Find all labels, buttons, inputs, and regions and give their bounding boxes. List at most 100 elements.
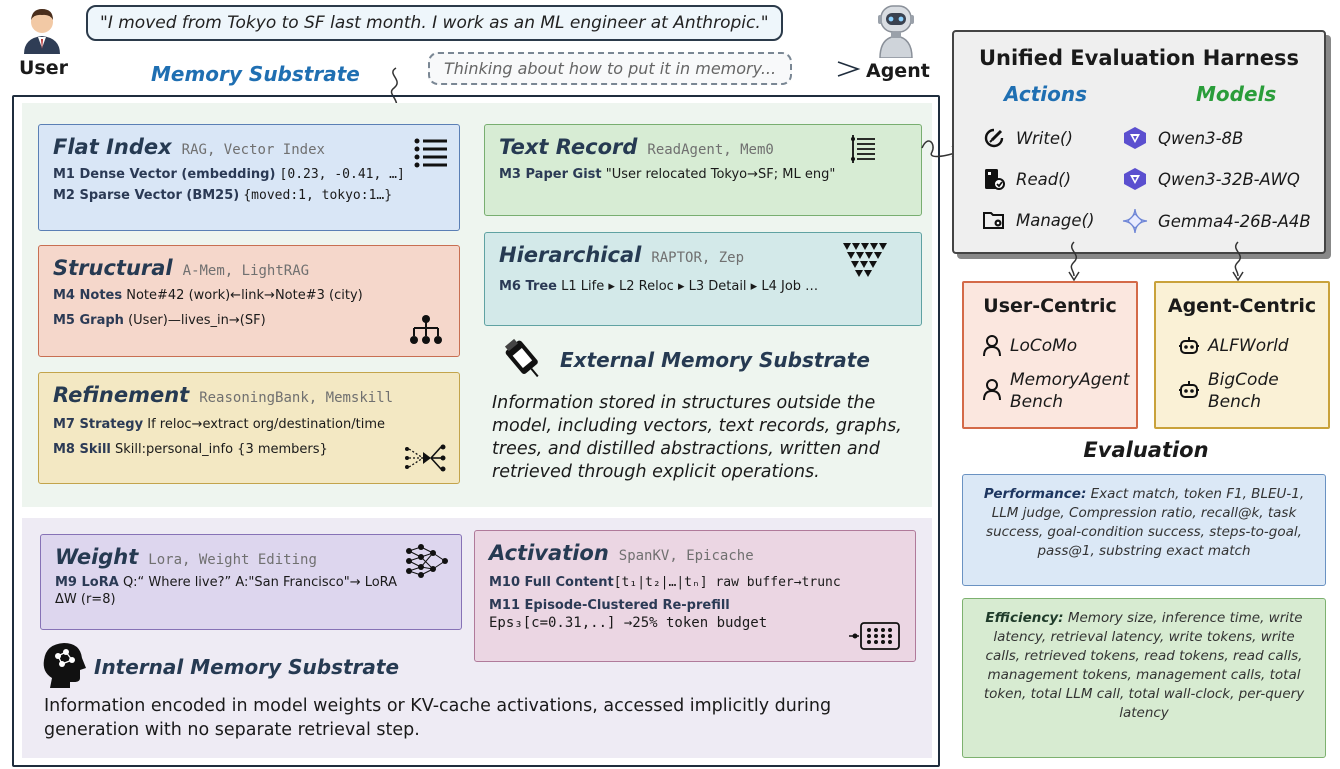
- document-list-icon: [851, 135, 875, 163]
- model-gemma4: Gemma4-26B-A4B: [1122, 208, 1311, 234]
- m9-value: Q:“ Where live?” A:"San Francisco"→ LoRA: [122, 575, 398, 590]
- agent-centric-panel: Agent-Centric ALFWorld BigCode Bench: [1154, 281, 1330, 429]
- memory-substrate-frame: [12, 95, 940, 767]
- evaluation-heading: Evaluation: [1083, 438, 1209, 462]
- efficiency-metrics-box: Efficiency: Memory size, inference time,…: [962, 598, 1326, 758]
- user-bench-connector-icon: [1068, 241, 1080, 282]
- person-outline-icon: [983, 379, 1001, 401]
- internal-description: Information encoded in model weights or …: [44, 694, 924, 742]
- user-label: User: [19, 57, 68, 79]
- m8-key: M8 Skill: [53, 442, 111, 457]
- performance-metrics-box: Performance: Exact match, token F1, BLEU…: [962, 474, 1326, 586]
- m4-value: Note#42 (work)←link→Note#3 (city): [126, 288, 363, 303]
- benchmark-label: Bench: [1010, 392, 1064, 412]
- external-desc-line: trees, and distilled abstractions, writt…: [492, 439, 880, 459]
- qwen-logo-icon: [1124, 168, 1146, 190]
- m7-key: M7 Strategy: [53, 417, 144, 432]
- m4-key: M4 Notes: [53, 288, 123, 303]
- agent-thought: Thinking about how to put it in memory..…: [444, 59, 777, 78]
- activation-sub: SpanKV, Epicache: [618, 548, 754, 564]
- user-message: "I moved from Tokyo to SF last month. I …: [100, 13, 769, 33]
- performance-label: Performance:: [983, 486, 1087, 502]
- m2-key: M2 Sparse Vector (BM25): [53, 188, 240, 203]
- internal-desc-line: Information encoded in model weights or …: [44, 696, 832, 716]
- refinement-title: Refinement: [53, 383, 190, 407]
- m2-value: {moved:1, tokyo:1…}: [243, 188, 393, 203]
- activation-title: Activation: [489, 541, 609, 565]
- write-action-label: Write(): [1016, 128, 1073, 148]
- efficiency-label: Efficiency:: [985, 610, 1064, 626]
- m3-value: "User relocated Tokyo→SF; ML eng": [605, 167, 836, 182]
- user-centric-title: User-Centric: [983, 295, 1117, 317]
- model-label: Qwen3-8B: [1158, 128, 1244, 148]
- triangle-grid-icon: [843, 243, 887, 277]
- efficiency-text: Memory size, inference time, write laten…: [983, 610, 1305, 721]
- network-flow-icon: [405, 444, 446, 472]
- evaluation-harness-panel: Unified Evaluation Harness Actions Model…: [952, 30, 1326, 254]
- person-outline-icon: [983, 335, 1001, 357]
- m8-value: Skill:personal_info {3 members}: [115, 442, 328, 457]
- hierarchical-card: Hierarchical RAPTOR, Zep M6 Tree L1 Life …: [484, 232, 922, 326]
- activation-card: Activation SpanKV, Epicache M10 Full Cont…: [474, 530, 916, 662]
- qwen-logo-icon: [1124, 127, 1146, 149]
- hierarchical-title: Hierarchical: [499, 243, 642, 267]
- neural-net-icon: [406, 544, 448, 578]
- agent-bench-connector-icon: [1232, 241, 1244, 282]
- text-record-sub: ReadAgent, Mem0: [647, 142, 774, 158]
- folder-gear-icon: [983, 212, 1004, 229]
- m11-key: M11 Episode-Clustered Re-prefill: [489, 598, 730, 613]
- benchmark-label: LoCoMo: [1010, 336, 1078, 356]
- model-qwen3-32b: Qwen3-32B-AWQ: [1122, 167, 1300, 191]
- flat-index-title: Flat Index: [53, 135, 172, 159]
- flat-index-sub: RAG, Vector Index: [181, 142, 325, 158]
- benchmark-locomo: LoCoMo: [982, 335, 1077, 357]
- agent-centric-title: Agent-Centric: [1167, 295, 1317, 317]
- user-avatar-icon: [24, 9, 60, 54]
- benchmark-label: BigCode: [1208, 370, 1279, 390]
- write-action: Write(): [982, 126, 1073, 150]
- text-record-title: Text Record: [499, 135, 638, 159]
- m5-value: (User)—lives_in→(SF): [128, 313, 266, 328]
- gemma-star-icon: [1122, 208, 1148, 234]
- external-desc-line: Information stored in structures outside…: [492, 393, 876, 413]
- benchmark-label: ALFWorld: [1208, 336, 1289, 356]
- benchmark-alfworld: ALFWorld: [1178, 335, 1289, 357]
- manage-action: Manage(): [982, 208, 1094, 232]
- list-icon: [414, 138, 447, 168]
- usb-drive-icon: [504, 338, 539, 378]
- read-doc-icon: [985, 169, 1005, 190]
- agent-avatar: [872, 2, 920, 62]
- external-heading: External Memory Substrate: [560, 348, 870, 372]
- model-label: Qwen3-32B-AWQ: [1158, 169, 1300, 189]
- benchmark-label: MemoryAgent: [1010, 370, 1130, 390]
- external-desc-line: retrieved through explicit operations.: [492, 462, 820, 482]
- manage-action-label: Manage(): [1016, 210, 1095, 230]
- actions-heading: Actions: [1004, 82, 1088, 106]
- model-label: Gemma4-26B-A4B: [1158, 211, 1311, 231]
- m10-key: M10 Full Content: [489, 575, 614, 590]
- brain-head-icon: [43, 643, 86, 688]
- m11-value: Eps₃[c=0.31,..] →25% token budget: [489, 615, 768, 631]
- pen-circle-icon: [984, 128, 1004, 148]
- hierarchical-sub: RAPTOR, Zep: [651, 250, 745, 266]
- agent-label: Agent: [866, 60, 930, 82]
- tensor-grid-icon: [849, 622, 900, 650]
- internal-desc-line: generation with no separate retrieval st…: [44, 720, 420, 740]
- harness-title: Unified Evaluation Harness: [978, 46, 1300, 70]
- m6-value: L1 Life ▸ L2 Reloc ▸ L3 Detail ▸ L4 Job …: [561, 279, 819, 294]
- model-qwen3-8b: Qwen3-8B: [1122, 126, 1243, 150]
- structural-title: Structural: [53, 256, 173, 280]
- user-message-bubble: "I moved from Tokyo to SF last month. I …: [86, 5, 783, 41]
- user-centric-panel: User-Centric LoCoMo MemoryAgent Bench: [962, 281, 1138, 429]
- external-desc-line: model, including vectors, text records, …: [492, 416, 902, 436]
- m1-key: M1 Dense Vector (embedding): [53, 167, 276, 182]
- m9-key: M9 LoRA: [55, 575, 119, 590]
- models-heading: Models: [1196, 82, 1277, 106]
- m6-key: M6 Tree: [499, 279, 557, 294]
- m1-value: [0.23, -0.41, …]: [279, 167, 405, 182]
- benchmark-label: Bench: [1208, 392, 1262, 412]
